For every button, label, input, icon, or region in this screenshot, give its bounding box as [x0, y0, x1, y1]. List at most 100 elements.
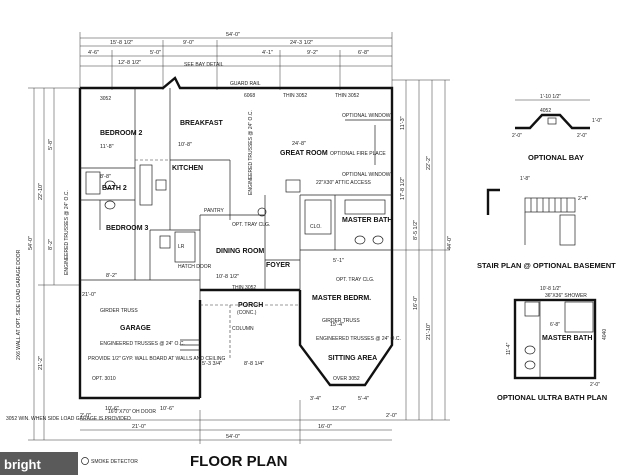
room-great: GREAT ROOM: [280, 150, 328, 157]
ultra-shower: 36"X36" SHOWER: [545, 293, 587, 299]
dim-right-b: 16'-0": [413, 296, 419, 310]
note-girder-truss-2: GIRDER TRUSS: [322, 318, 360, 324]
note-opt-tray-1: OPT. TRAY CLG.: [232, 222, 270, 228]
dim-bottom-a: 2'-0": [80, 413, 91, 419]
note-attic-access: 22"X30" ATTIC ACCESS: [316, 180, 372, 186]
note-engineered-trusses-3: ENGINEERED TRUSSES @ 24" O.C.: [64, 190, 70, 275]
note-see-bay: SEE BAY DETAIL: [184, 62, 224, 68]
room-garage: GARAGE: [120, 325, 151, 332]
plan-title: FLOOR PLAN: [190, 453, 288, 470]
dim-right-overall: 44'-0": [447, 236, 453, 250]
note-thin-3052-1: THIN 3052: [283, 93, 307, 99]
note-opt-tray-2: OPT. TRAY CLG.: [336, 277, 374, 283]
dim-top-overall: 54'-0": [226, 32, 240, 38]
inset-optional-bay-title: OPTIONAL BAY: [528, 153, 584, 162]
dim-left-b: 8'-2": [48, 239, 54, 250]
room-bath2-dim: 8'-8": [100, 174, 111, 180]
stair-dim-a: 1'-8": [520, 176, 530, 182]
bay-dim-d: 1'-0": [592, 118, 602, 124]
dim-left-upper: 22'-10": [38, 183, 44, 200]
note-engineered-trusses-4: ENGINEERED TRUSSES @ 24" O.C.: [316, 336, 401, 342]
stair-dim-b: 2'-4": [578, 196, 588, 202]
label-clo: CLO.: [310, 224, 322, 230]
note-thin-3052-3: THIN 3052: [232, 285, 256, 291]
note-wall-opt: 2X6 WALL AT OPT. SIDE LOAD GARAGE DOOR: [16, 249, 22, 360]
dim-bottom-b: 21'-0": [132, 424, 146, 430]
note-thin-3052-2: THIN 3052: [335, 93, 359, 99]
bay-window: 4052: [540, 108, 551, 114]
dim-bottom-f: 10'-6": [160, 406, 174, 412]
room-foyer-dim: 5'-1": [333, 258, 344, 264]
note-optional-window-1: OPTIONAL WINDOW: [342, 113, 391, 119]
left-dimensions: 54'-0" 22'-10" 21'-2" 5'-8" 8'-2": [28, 87, 80, 441]
ultra-bath-room: MASTER BATH: [542, 335, 592, 342]
dim-right-d: 17'-8 1/2": [400, 177, 406, 200]
dim-bottom-c: 16'-0": [318, 424, 332, 430]
dim-top-mid: 9'-0": [183, 40, 194, 46]
room-dining-dim: 10'-8 1/2": [216, 274, 239, 280]
inset-stair-plan-title: STAIR PLAN @ OPTIONAL BASEMENT: [477, 261, 616, 270]
dim-top-c: 5'-0": [150, 50, 161, 56]
dim-left-lower: 21'-2": [38, 356, 44, 370]
room-dining: DINING ROOM: [216, 248, 264, 255]
exterior-walls: [78, 76, 394, 400]
ultra-dim-d: 11'-4": [506, 342, 512, 355]
smoke-detector-icon: [81, 457, 89, 465]
inset-optional-bay: 4052 2'-0" 2'-0" 1'-10 1/2" 1'-0" OPTION…: [512, 94, 602, 162]
room-porch-dim: 5'-3 3/4": [202, 361, 222, 367]
dim-right-lower: 21'-10": [426, 323, 432, 340]
room-master-bedrm: MASTER BEDRM.: [312, 295, 371, 302]
room-sitting: SITTING AREA: [328, 355, 377, 362]
dim-bottom-d: 2'-0": [386, 413, 397, 419]
room-bedroom2: BEDROOM 2: [100, 130, 143, 137]
label-lr: LR: [178, 244, 185, 250]
note-garage-door: 16'0"X7'0" OH DOOR: [108, 409, 156, 415]
room-bedroom2-dim: 11'-8": [100, 144, 114, 150]
top-dimensions: 54'-0" 15'-8 1/2" 9'-0" 24'-3 1/2" 4'-6"…: [79, 32, 393, 90]
dim-bottom-e: 10'-6": [105, 406, 119, 412]
dim-bottom-i: 5'-4": [358, 396, 369, 402]
room-bedroom3-dim: 8'-2": [106, 273, 117, 279]
note-opt-3010: OPT. 3010: [92, 376, 116, 382]
room-porch: PORCH: [238, 302, 263, 309]
room-porch-sub: (CONC.): [237, 310, 257, 316]
bay-dim-b: 2'-0": [577, 133, 587, 139]
note-side-load: 3052 WIN. WHEN SIDE LOAD GARAGE IS PROVI…: [6, 416, 131, 422]
note-guard-rail: GUARD RAIL: [230, 81, 261, 87]
room-kitchen: KITCHEN: [172, 165, 203, 172]
note-6068: 6068: [244, 93, 255, 99]
dim-top-b: 12'-8 1/2": [118, 60, 141, 66]
ultra-dim-a: 10'-8 1/2": [540, 286, 561, 292]
room-master-bath: MASTER BATH: [342, 217, 392, 224]
room-garage-dim: 21'-0": [82, 292, 96, 298]
room-bath2: BATH 2: [102, 185, 127, 192]
room-great-dim: 24'-8": [292, 141, 306, 147]
ultra-dim-e: 2'-0": [590, 382, 600, 388]
fixtures: [85, 119, 392, 249]
dim-right-c: 11'-3": [400, 116, 406, 130]
dim-bottom-g: 12'-0": [332, 406, 346, 412]
right-dimensions: 44'-0" 22'-2" 21'-10" 8'-5 1/2" 16'-0" 1…: [392, 79, 453, 421]
dim-bottom-overall: 54'-0": [226, 434, 240, 440]
room-breakfast-dim: 10'-8": [178, 142, 192, 148]
brand-logo-background: [0, 452, 78, 475]
dim-top-right: 24'-3 1/2": [290, 40, 313, 46]
bay-dim-a: 2'-0": [512, 133, 522, 139]
note-hatch: HATCH DOOR: [178, 264, 212, 270]
dim-left-a: 5'-8": [48, 139, 54, 150]
dim-top-f: 6'-8": [358, 50, 369, 56]
dim-top-d: 4'-1": [262, 50, 273, 56]
room-sitting-dim: 8'-8 1/4": [244, 361, 264, 367]
note-provide-gyp: PROVIDE 1/2" GYP. WALL BOARD AT WALLS AN…: [88, 356, 225, 362]
note-3052: 3052: [100, 96, 111, 102]
bay-dim-c: 1'-10 1/2": [540, 94, 561, 100]
inset-stair-plan: 1'-8" 2'-4" STAIR PLAN @ OPTIONAL BASEME…: [477, 176, 616, 270]
ultra-dim-b: 6'-8": [550, 322, 560, 328]
dim-top-left: 15'-8 1/2": [110, 40, 133, 46]
note-engineered-trusses-2: ENGINEERED TRUSSES @ 24" O.C.: [100, 341, 185, 347]
dim-right-a: 8'-5 1/2": [413, 220, 419, 240]
dim-top-e: 9'-2": [307, 50, 318, 56]
ultra-dim-c: 4040: [602, 329, 608, 340]
note-column: COLUMN: [232, 326, 254, 332]
